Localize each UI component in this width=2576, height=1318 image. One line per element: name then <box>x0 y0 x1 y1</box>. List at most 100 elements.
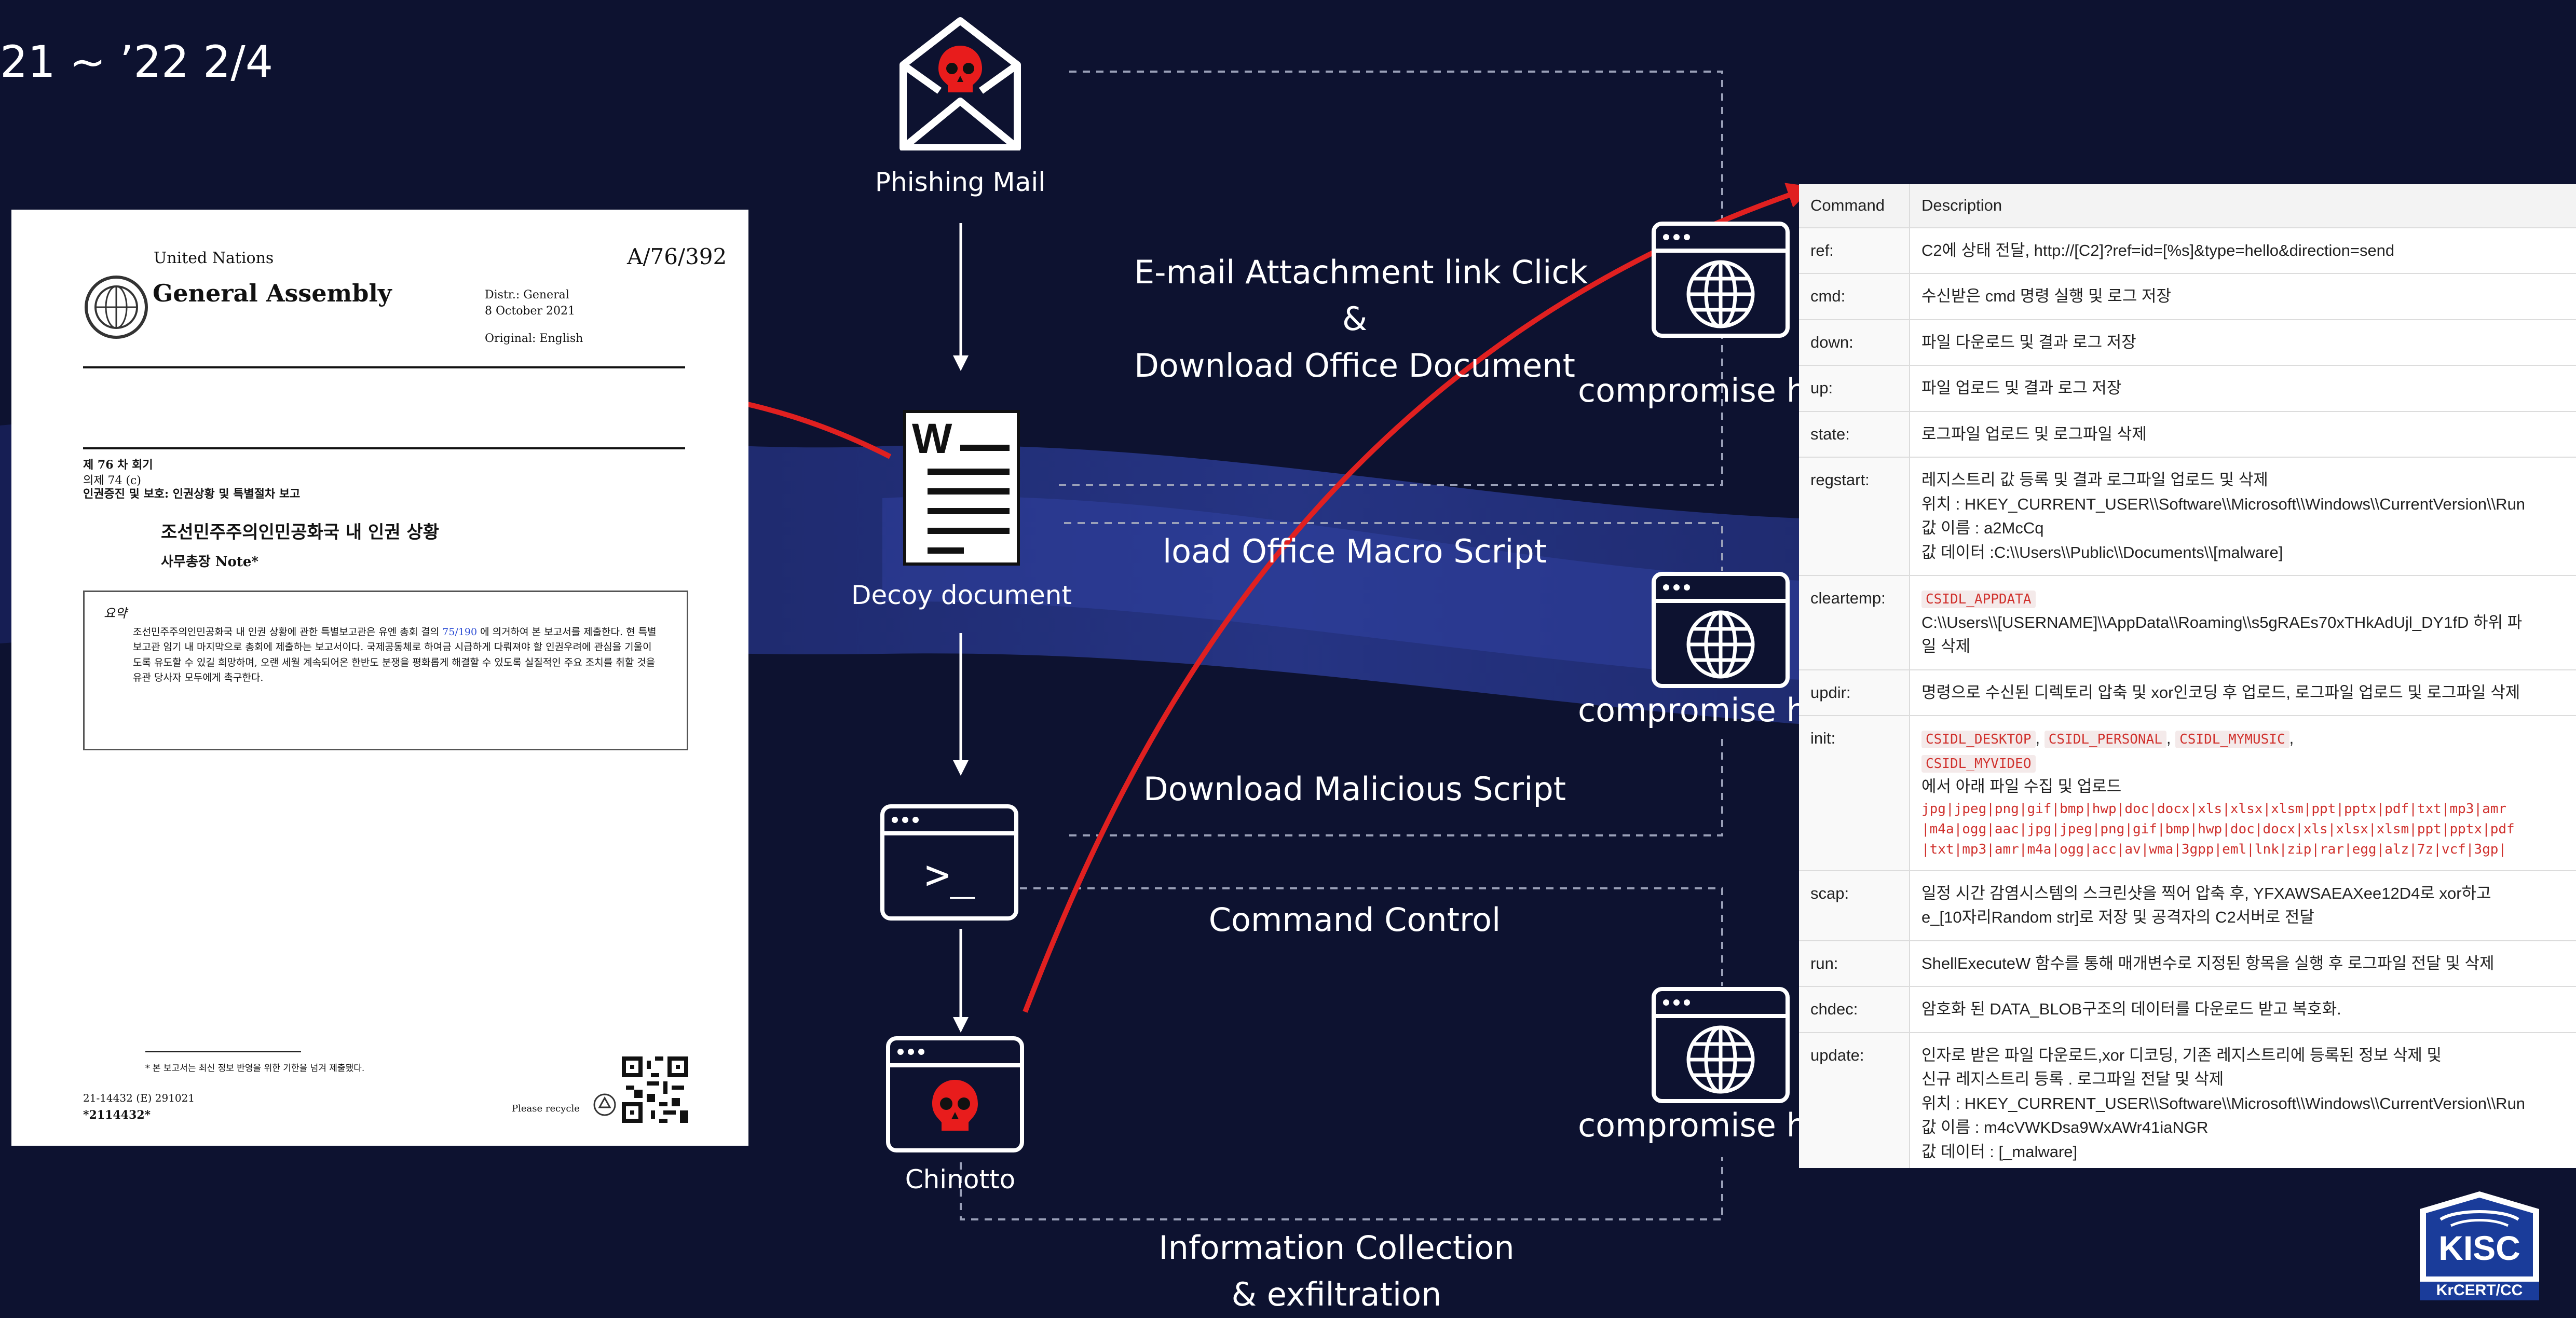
table-cell-command: ref: <box>1799 227 1910 274</box>
table-code-token: CSIDL_DESKTOP <box>1921 731 2036 748</box>
table-desc-line: 명령으로 수신된 디렉토리 압축 및 xor인코딩 후 업로드, 로그파일 업로… <box>1921 683 2520 702</box>
table-row: updir: 명령으로 수신된 디렉토리 압축 및 xor인코딩 후 업로드, … <box>1799 669 2576 716</box>
table-cell-description: 인자로 받은 파일 다운로드,xor 디코딩, 기존 레지스트리에 등록된 정보… <box>1910 1032 2576 1168</box>
date-range-title: 21 ~ ’22 2/4 <box>0 36 274 87</box>
table-header-row: Command Description <box>1799 184 2576 228</box>
flow-label-malicious: Download Malicious Script <box>1143 770 1566 808</box>
table-row: init: CSIDL_DESKTOP, CSIDL_PERSONAL, CSI… <box>1799 716 2576 871</box>
svg-text:W: W <box>912 415 952 462</box>
dashed-link-command <box>1020 887 1723 986</box>
table-row: down: 파일 다운로드 및 결과 로그 저장 <box>1799 319 2576 366</box>
table-desc-line: 파일 다운로드 및 결과 로그 저장 <box>1921 333 2136 351</box>
flow-label-info: Information Collection & exfiltration <box>1116 1225 1557 1318</box>
globe-host-icon <box>1651 571 1791 689</box>
table-cell-command: cmd: <box>1799 273 1910 320</box>
doc-header-rule <box>83 366 685 368</box>
table-code-token: CSIDL_MYVIDEO <box>1921 754 2036 773</box>
table-cell-description: CSIDL_APPDATA C:\\Users\\[USERNAME]\\App… <box>1910 575 2576 670</box>
table-cell-command: init: <box>1799 716 1910 871</box>
doc-barcode-id: *2114432* <box>83 1108 151 1122</box>
flow-label-command: Command Control <box>1208 901 1501 939</box>
table-cell-description: 명령으로 수신된 디렉토리 압축 및 xor인코딩 후 업로드, 로그파일 업로… <box>1910 669 2576 716</box>
table-cell-command: update: <box>1799 1032 1910 1168</box>
table-cell-command: scap: <box>1799 870 1910 941</box>
decoy-document-page: United Nations A/76/392 General Assembly… <box>11 210 748 1146</box>
doc-org: United Nations <box>154 249 274 267</box>
table-desc-line: 일 삭제 <box>1921 637 1971 655</box>
flow-label-attachment: E-mail Attachment link Click & Download … <box>1134 249 1588 389</box>
table-desc-line: 일정 시간 감염시스템의 스크린샷을 찍어 압축 후, YFXAWSAEAXee… <box>1921 884 2491 902</box>
doc-summary: 조선민주주의인민공화국 내 인권 상황에 관한 특별보고관은 유엔 총회 결의 … <box>133 625 657 686</box>
doc-note: 사무총장 Note* <box>161 554 258 570</box>
dashed-link-macro <box>1064 522 1723 571</box>
table-row: cleartemp: CSIDL_APPDATA C:\\Users\\[USE… <box>1799 575 2576 670</box>
table-cell-command: run: <box>1799 940 1910 987</box>
doc-section-rule <box>83 447 685 449</box>
doc-title: 조선민주주의인민공화국 내 인권 상황 <box>161 522 439 543</box>
table-row: update: 인자로 받은 파일 다운로드,xor 디코딩, 기존 레지스트리… <box>1799 1032 2576 1168</box>
table-desc-line: e_[10자리Random str]로 저장 및 공격자의 C2서버로 전달 <box>1921 908 2314 926</box>
dashed-link-malicious <box>1069 737 1723 836</box>
doc-item: 의제 74 (c) <box>83 474 141 487</box>
table-cell-command: down: <box>1799 319 1910 366</box>
table-desc-line: 로그파일 업로드 및 로그파일 삭제 <box>1921 424 2147 443</box>
doc-summary-ref: 75/190 <box>442 626 478 638</box>
doc-symbol: A/76/392 <box>627 244 727 269</box>
red-arrow-to-table <box>1023 183 1814 1013</box>
qr-code-icon <box>622 1056 688 1123</box>
table-cell-description: 일정 시간 감염시스템의 스크린샷을 찍어 압축 후, YFXAWSAEAXee… <box>1910 870 2576 941</box>
table-ext-line: |txt|mp3|amr|m4a|ogg|acc|av|wma|3gpp|eml… <box>1921 841 2507 857</box>
table-code-token: CSIDL_PERSONAL <box>2044 731 2166 748</box>
doc-recycle: Please recycle <box>512 1103 580 1114</box>
table-desc-line: 파일 업로드 및 결과 로그 저장 <box>1921 379 2122 397</box>
flow-label-attachment-line2: & <box>1342 299 1368 338</box>
doc-distr-block: Distr.: General 8 October 2021 <box>485 287 575 320</box>
table-row: regstart: 레지스트리 값 등록 및 결과 로그파일 업로드 및 삭제 … <box>1799 457 2576 576</box>
table-cell-command: state: <box>1799 411 1910 458</box>
table-code-token: CSIDL_MYMUSIC <box>2175 731 2289 748</box>
chinotto-malware-icon <box>885 1035 1025 1154</box>
table-code-token: CSIDL_APPDATA <box>1921 591 2036 608</box>
doc-body: General Assembly <box>153 279 392 307</box>
svg-text:>_: >_ <box>925 850 975 899</box>
globe-host-icon <box>1651 221 1791 339</box>
table-cell-command: cleartemp: <box>1799 575 1910 670</box>
table-row: chdec: 암호화 된 DATA_BLOB구조의 데이터를 다운로드 받고 복… <box>1799 986 2576 1033</box>
table-cell-description: 레지스트리 값 등록 및 결과 로그파일 업로드 및 삭제 위치 : HKEY_… <box>1910 457 2576 576</box>
table-cell-description: 파일 업로드 및 결과 로그 저장 <box>1910 365 2576 412</box>
doc-distr: Distr.: General <box>485 289 569 301</box>
table-desc-line: 레지스트리 값 등록 및 결과 로그파일 업로드 및 삭제 <box>1921 471 2268 489</box>
flow-label-macro: load Office Macro Script <box>1162 532 1547 570</box>
table-desc-line: 위치 : HKEY_CURRENT_USER\\Software\\Micros… <box>1921 1094 2526 1113</box>
compromise-host-label-1: compromise ho <box>1578 372 1827 409</box>
table-desc-line: 값 데이터 : [_malware] <box>1921 1142 2078 1161</box>
table-desc-line: C:\\Users\\[USERNAME]\\AppData\\Roaming\… <box>1921 613 2523 631</box>
table-cell-description: 파일 다운로드 및 결과 로그 저장 <box>1910 319 2576 366</box>
table-row: run: ShellExecuteW 함수를 통해 매개변수로 지정된 항목을 … <box>1799 940 2576 987</box>
compromise-host-label-3: compromise ho <box>1578 1106 1827 1144</box>
globe-host-icon <box>1651 986 1791 1104</box>
table-desc-line: 값 이름 : m4cVWKDsa9WxAWr41iaNGR <box>1921 1118 2209 1136</box>
table-cell-command: up: <box>1799 365 1910 412</box>
word-document-icon: W <box>901 407 1023 568</box>
doc-date: 8 October 2021 <box>485 304 576 318</box>
kisc-logo: KISC KrCERT/CC <box>2409 1188 2550 1303</box>
doc-summary-post: 에 의거하여 본 보고서를 제출한다. 현 특별보고관 임기 내 마지막으로 총… <box>133 626 657 684</box>
table-ext-line: |m4a|ogg|aac|jpg|jpeg|png|gif|bmp|hwp|do… <box>1921 821 2515 837</box>
table-row: ref: C2에 상태 전달, http://[C2]?ref=id=[%s]&… <box>1799 227 2576 274</box>
table-cell-command: regstart: <box>1799 457 1910 576</box>
table-row: scap: 일정 시간 감염시스템의 스크린샷을 찍어 압축 후, YFXAWS… <box>1799 870 2576 941</box>
flow-label-attachment-line3: Download Office Document <box>1134 346 1575 385</box>
table-header-command: Command <box>1799 184 1910 228</box>
table-cell-description: CSIDL_DESKTOP, CSIDL_PERSONAL, CSIDL_MYM… <box>1910 716 2576 871</box>
doc-footnote-rule <box>145 1051 301 1052</box>
doc-agenda: 인권증진 및 보호: 인권상황 및 특별절차 보고 <box>83 487 301 501</box>
table-row: up: 파일 업로드 및 결과 로그 저장 <box>1799 365 2576 412</box>
table-desc-line: 값 이름 : a2McCq <box>1921 519 2044 537</box>
phishing-mail-icon <box>898 10 1023 152</box>
flow-label-info-line2: & exfiltration <box>1231 1275 1442 1313</box>
dashed-link-attachment <box>1059 337 1723 486</box>
doc-original: Original: English <box>485 332 583 345</box>
doc-footnote: * 본 보고서는 최신 정보 반영을 위한 기한을 넘겨 제출됐다. <box>145 1063 365 1074</box>
table-cell-command: chdec: <box>1799 986 1910 1033</box>
